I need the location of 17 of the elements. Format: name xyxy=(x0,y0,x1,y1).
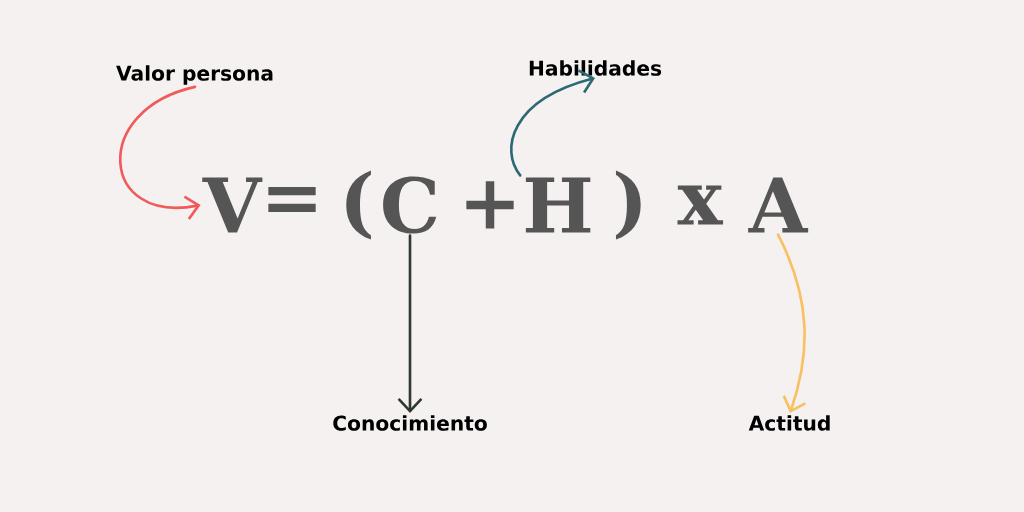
label-text: Habilidades xyxy=(529,60,662,76)
formula-letter: H xyxy=(525,177,591,233)
formula-letter: A xyxy=(748,177,809,233)
arrow xyxy=(776,233,807,414)
label-text: Actitud xyxy=(748,415,830,431)
arrow xyxy=(397,234,423,414)
arrow xyxy=(510,69,595,177)
formula-symbol: + xyxy=(466,181,514,229)
formula-symbol: x xyxy=(677,185,724,225)
formula-symbol: ( xyxy=(346,170,371,240)
label-text: Valor persona xyxy=(116,65,273,85)
arrow xyxy=(119,85,201,220)
formula-symbol: = xyxy=(268,186,316,213)
formula-letter: V xyxy=(202,177,263,233)
formula-letter: C xyxy=(383,176,437,234)
formula-symbol: ) xyxy=(615,170,641,240)
label-text: Conocimiento xyxy=(333,415,487,431)
